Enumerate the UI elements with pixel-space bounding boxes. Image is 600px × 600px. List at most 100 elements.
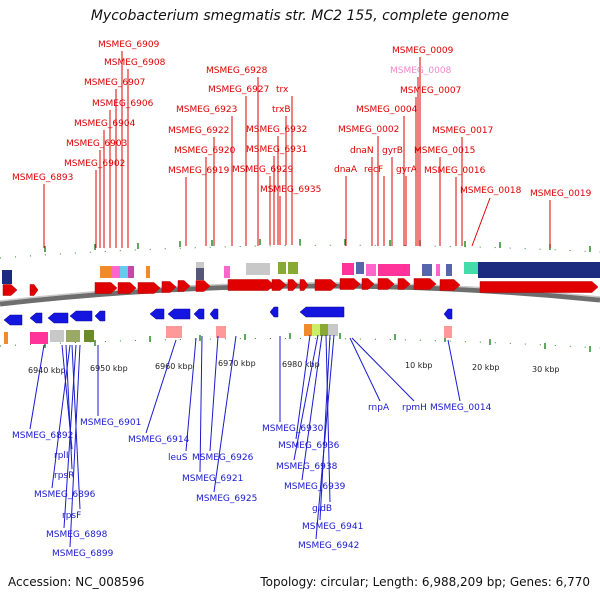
forward-gene-arrow: [271, 279, 287, 291]
reverse-leader-line: [295, 334, 311, 440]
feature-block: [396, 264, 410, 276]
forward-gene-label: MSMEG_6935: [260, 185, 321, 195]
forward-gene-label: MSMEG_6902: [64, 159, 125, 169]
feature-block: [196, 268, 204, 280]
feature-block: [50, 330, 64, 342]
genome-summary: Topology: circular; Length: 6,988,209 bp…: [260, 575, 590, 589]
forward-gene-label: MSMEG_6904: [74, 119, 136, 129]
forward-gene-arrow: [177, 280, 191, 292]
reverse-gene-arrow: [69, 310, 93, 322]
forward-gene-arrow: [339, 278, 361, 290]
reverse-gene-label: MSMEG_6939: [284, 482, 346, 492]
reverse-gene-label: MSMEG_6892: [12, 431, 73, 441]
reverse-leader-line: [293, 334, 319, 461]
forward-gene-label: MSMEG_0007: [400, 86, 461, 96]
forward-gene-label: MSMEG_6932: [246, 125, 307, 135]
forward-gene-arrow: [117, 282, 137, 294]
forward-gene-arrow: [29, 284, 39, 296]
reverse-gene-label: rnpA: [368, 403, 390, 413]
forward-gene-label: trxB: [272, 105, 291, 115]
reverse-leader-line: [351, 337, 415, 402]
reverse-leader-line: [63, 344, 77, 529]
forward-gene-label: MSMEG_0019: [530, 189, 592, 199]
forward-gene-arrow: [299, 279, 309, 291]
forward-gene-arrow: [314, 279, 338, 291]
reverse-gene-label: MSMEG_6930: [262, 424, 324, 434]
reverse-gene-block: [2, 270, 12, 284]
reverse-gene-label: MSMEG_0014: [430, 403, 492, 413]
reverse-gene-label: MSMEG_6898: [46, 530, 108, 540]
reverse-gene-arrow: [443, 308, 453, 320]
forward-gene-label: dnaN: [350, 146, 374, 156]
feature-block: [120, 266, 128, 278]
forward-gene-label: MSMEG_0002: [338, 125, 399, 135]
feature-block: [464, 262, 478, 274]
reverse-gene-label: MSMEG_6901: [80, 418, 141, 428]
scale-tick-label: 6940 kbp: [28, 366, 66, 375]
feature-block: [146, 266, 150, 278]
forward-gene-label: MSMEG_6919: [168, 166, 230, 176]
reverse-leader-line: [315, 334, 335, 540]
reverse-gene-arrow: [167, 308, 191, 320]
reverse-gene-label: MSMEG_6926: [192, 453, 254, 463]
reverse-gene-label: rpmH: [402, 403, 427, 413]
feature-block: [446, 264, 452, 276]
forward-gene-label: MSMEG_6927: [208, 85, 269, 95]
forward-gene-label: MSMEG_6923: [176, 105, 237, 115]
scale-tick-label: 6970 kbp: [218, 359, 256, 368]
feature-block: [66, 330, 80, 342]
feature-block: [342, 263, 354, 275]
reverse-gene-arrow: [269, 306, 279, 318]
feature-block: [366, 264, 376, 276]
accession-text: Accession: NC_008596: [8, 575, 145, 589]
reverse-gene-label: MSMEG_6936: [278, 441, 340, 451]
reverse-gene-label: gidB: [312, 504, 332, 514]
reverse-leader-line: [69, 344, 81, 548]
forward-gene-arrow: [361, 278, 375, 290]
reverse-gene-arrow: [3, 314, 23, 326]
forward-gene-arrow: [287, 279, 299, 291]
reverse-gene-arrow: [47, 312, 69, 324]
forward-gene-label: MSMEG_6922: [168, 126, 229, 136]
feature-block: [328, 324, 338, 336]
reverse-leader-line: [325, 334, 331, 503]
reverse-gene-label: MSMEG_6941: [302, 522, 363, 532]
feature-block: [378, 264, 396, 276]
forward-gene-label: trx: [276, 85, 289, 95]
forward-leader-line: [471, 197, 491, 247]
scale-tick-label: 20 kbp: [472, 363, 500, 372]
reverse-gene-block: [478, 262, 600, 278]
reverse-gene-arrow: [94, 310, 106, 322]
feature-block: [166, 326, 182, 338]
forward-gene-label: MSMEG_0009: [392, 46, 454, 56]
reverse-gene-label: rpsR: [54, 471, 74, 481]
forward-gene-label: MSMEG_0015: [414, 146, 475, 156]
reverse-gene-label: MSMEG_6921: [182, 474, 243, 484]
feature-block: [444, 326, 452, 338]
forward-gene-label: MSMEG_6909: [98, 40, 160, 50]
reverse-gene-label: MSMEG_6942: [298, 541, 359, 551]
forward-gene-label: gyrB: [382, 146, 403, 156]
forward-gene-arrow: [397, 278, 411, 290]
scale-tick-label: 30 kbp: [532, 365, 560, 374]
forward-gene-arrow: [479, 281, 599, 293]
reverse-gene-arrow: [149, 308, 165, 320]
forward-gene-label: MSMEG_0016: [424, 166, 486, 176]
reverse-leader-line: [213, 335, 237, 493]
bottom-scale-ticks: [0, 337, 600, 349]
scale-tick-label: 10 kbp: [405, 361, 433, 370]
forward-gene-label: MSMEG_0017: [432, 126, 493, 136]
reverse-leader-line: [209, 335, 219, 452]
feature-block: [356, 262, 364, 274]
reverse-gene-arrow: [29, 312, 43, 324]
forward-gene-arrow: [2, 284, 18, 296]
reverse-gene-arrow: [193, 308, 205, 320]
forward-gene-label: MSMEG_6931: [246, 145, 307, 155]
reverse-leader-line: [319, 334, 331, 521]
reverse-leader-line: [349, 337, 381, 402]
feature-block: [288, 262, 298, 274]
forward-gene-label: MSMEG_6908: [104, 58, 166, 68]
forward-gene-arrow: [439, 279, 461, 291]
